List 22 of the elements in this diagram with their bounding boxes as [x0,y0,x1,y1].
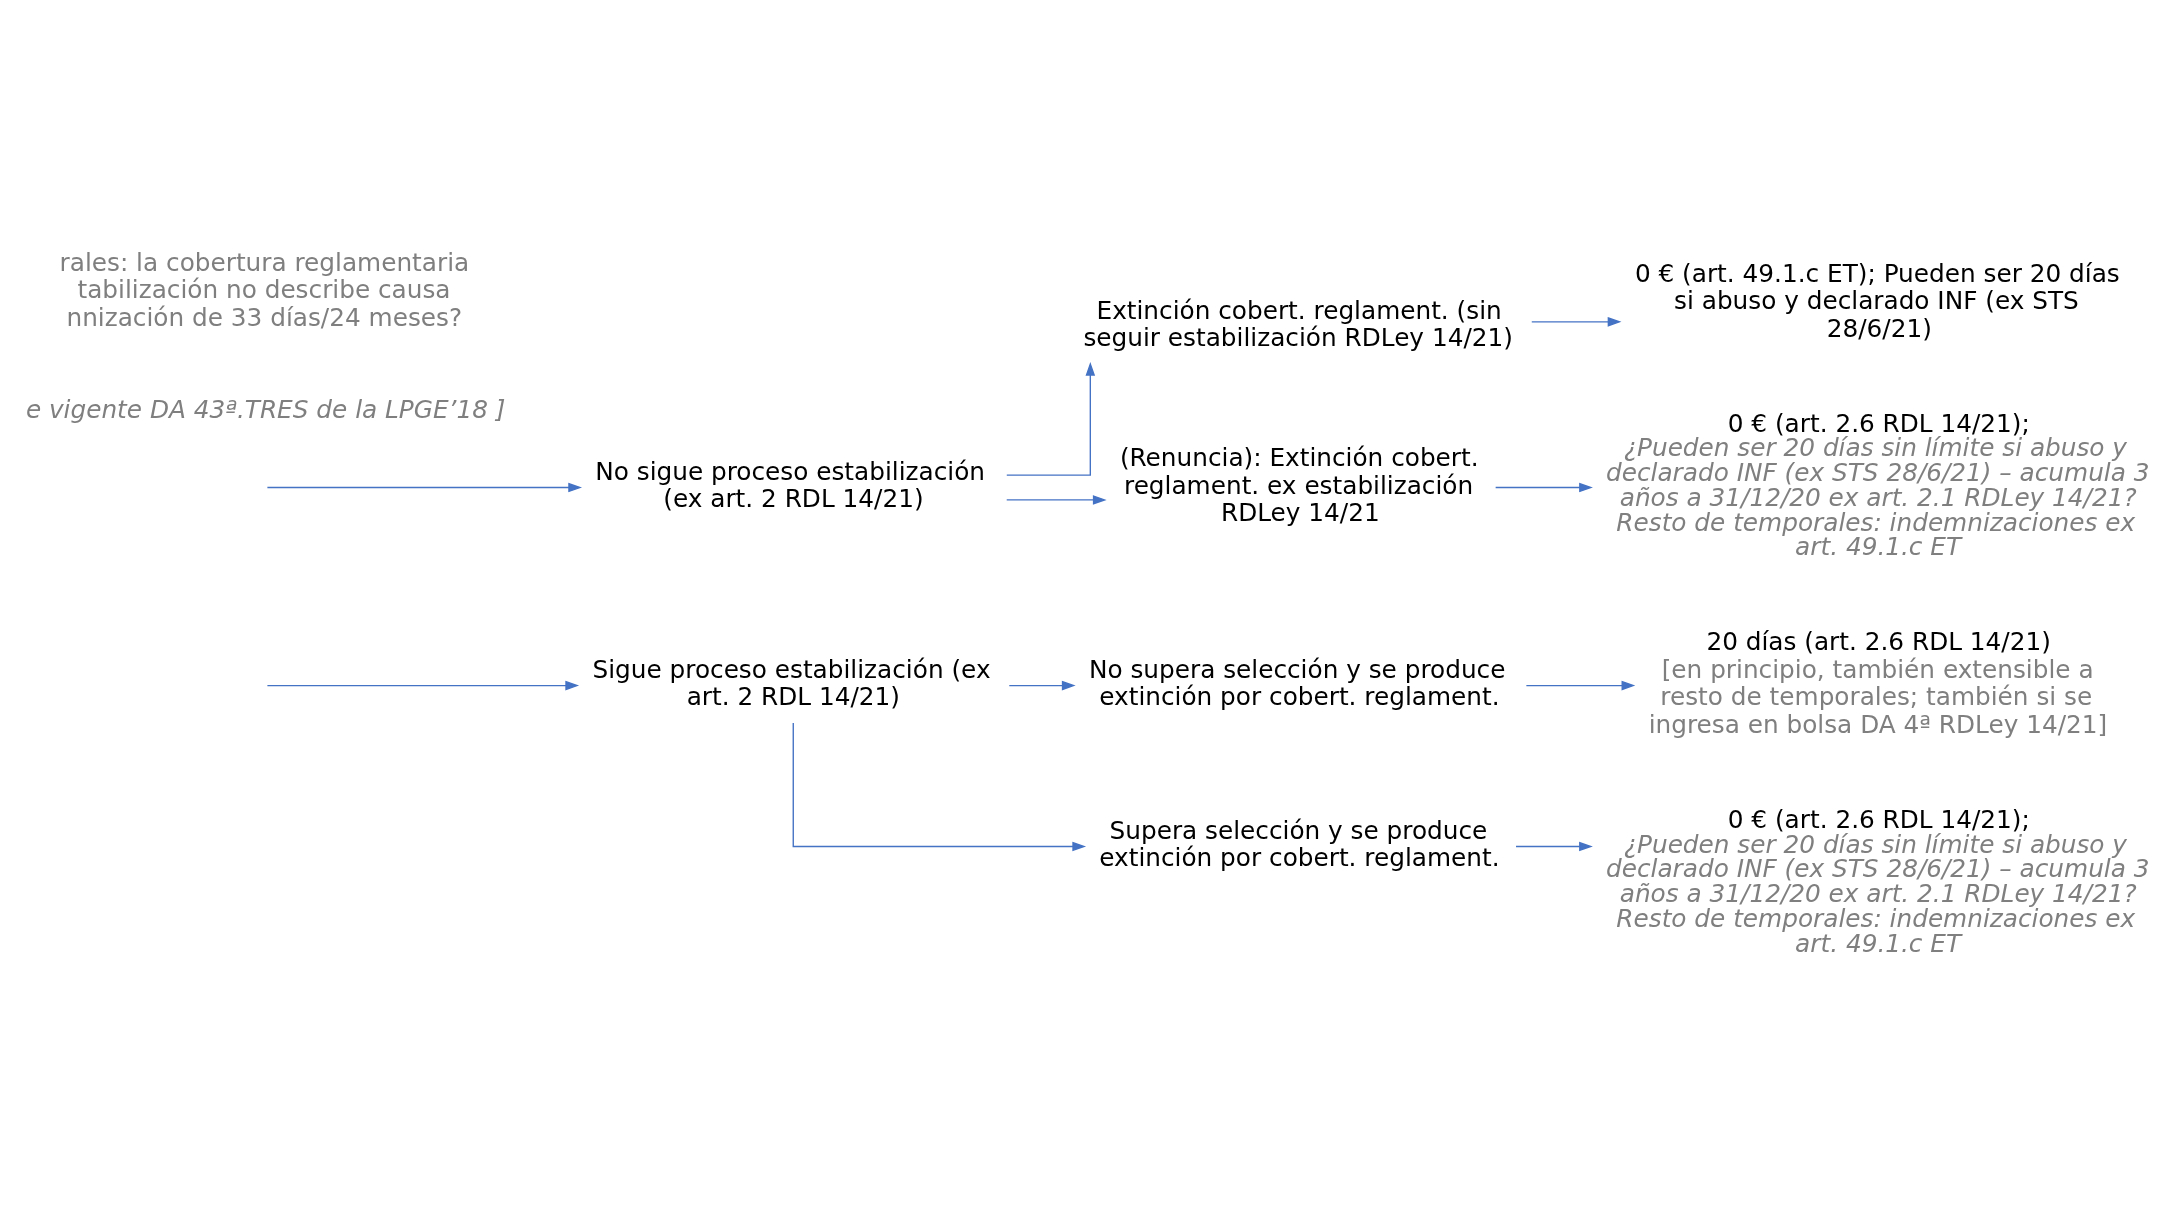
arrow [266,482,583,492]
node-text: Sigue proceso estabilización (ex art. 2 RDL 14/21) [592,654,991,711]
node-text: No sigue proceso estabilización (ex art. 2 RDL 14/21) [595,456,986,513]
node-text: Supera selección y se produce extinción por cobert. reglament. [1099,815,1500,872]
arrow [1515,841,1593,851]
node-text: Extinción cobert. reglament. (sin seguir estabilización RDLey 14/21) [1083,295,1513,352]
arrow [792,721,1087,851]
node-text: (Renuncia): Extinción cobert. reglament. ex estabilización RDLey 14/21 [1119,442,1479,527]
arrow [1006,361,1096,476]
arrow [266,680,580,690]
node-text: No supera selección y se produce extinción por cobert. reglament. [1088,654,1506,711]
node-text: 0 € (art. 49.1.c ET); Pueden ser 20 días si abuso y declarado INF (ex STS 28/6/21) [1634,258,2120,343]
arrow [1494,482,1593,492]
node-text: 20 días (art. 2.6 RDL 14/21) [en principio, también extensible a resto de temporales; también si se ingresa en bolsa DA 4ª RDLey 14/21] [1648,626,2108,739]
arrow [1531,316,1622,327]
node-text: 0 € (art. 2.6 RDL 14/21); ¿Pueden ser 20 días sin límite si abuso y declarado INF (ex STS 28/6/21) – acumula 3 años a 31/12/20 ex art. 2.1 RDLey 14/21? Resto de temporales: indemnizaciones ex art. 49.1.c ET [1606,408,2150,561]
label: rales: la cobertura reglamentaria tabilización no describe causa nnización de 33 días/24 meses? [59,247,470,332]
label: e vigente DA 43ª.TRES de la LPGE’18 ] [25,394,506,424]
arrow [1006,494,1107,505]
arrow [1008,680,1076,690]
node-text: 0 € (art. 2.6 RDL 14/21); ¿Pueden ser 20 días sin límite si abuso y declarado INF (ex STS 28/6/21) – acumula 3 años a 31/12/20 ex art. 2.1 RDLey 14/21? Resto de temporales: indemnizaciones ex art. 49.1.c ET [1606,804,2150,958]
arrow [1525,680,1636,690]
